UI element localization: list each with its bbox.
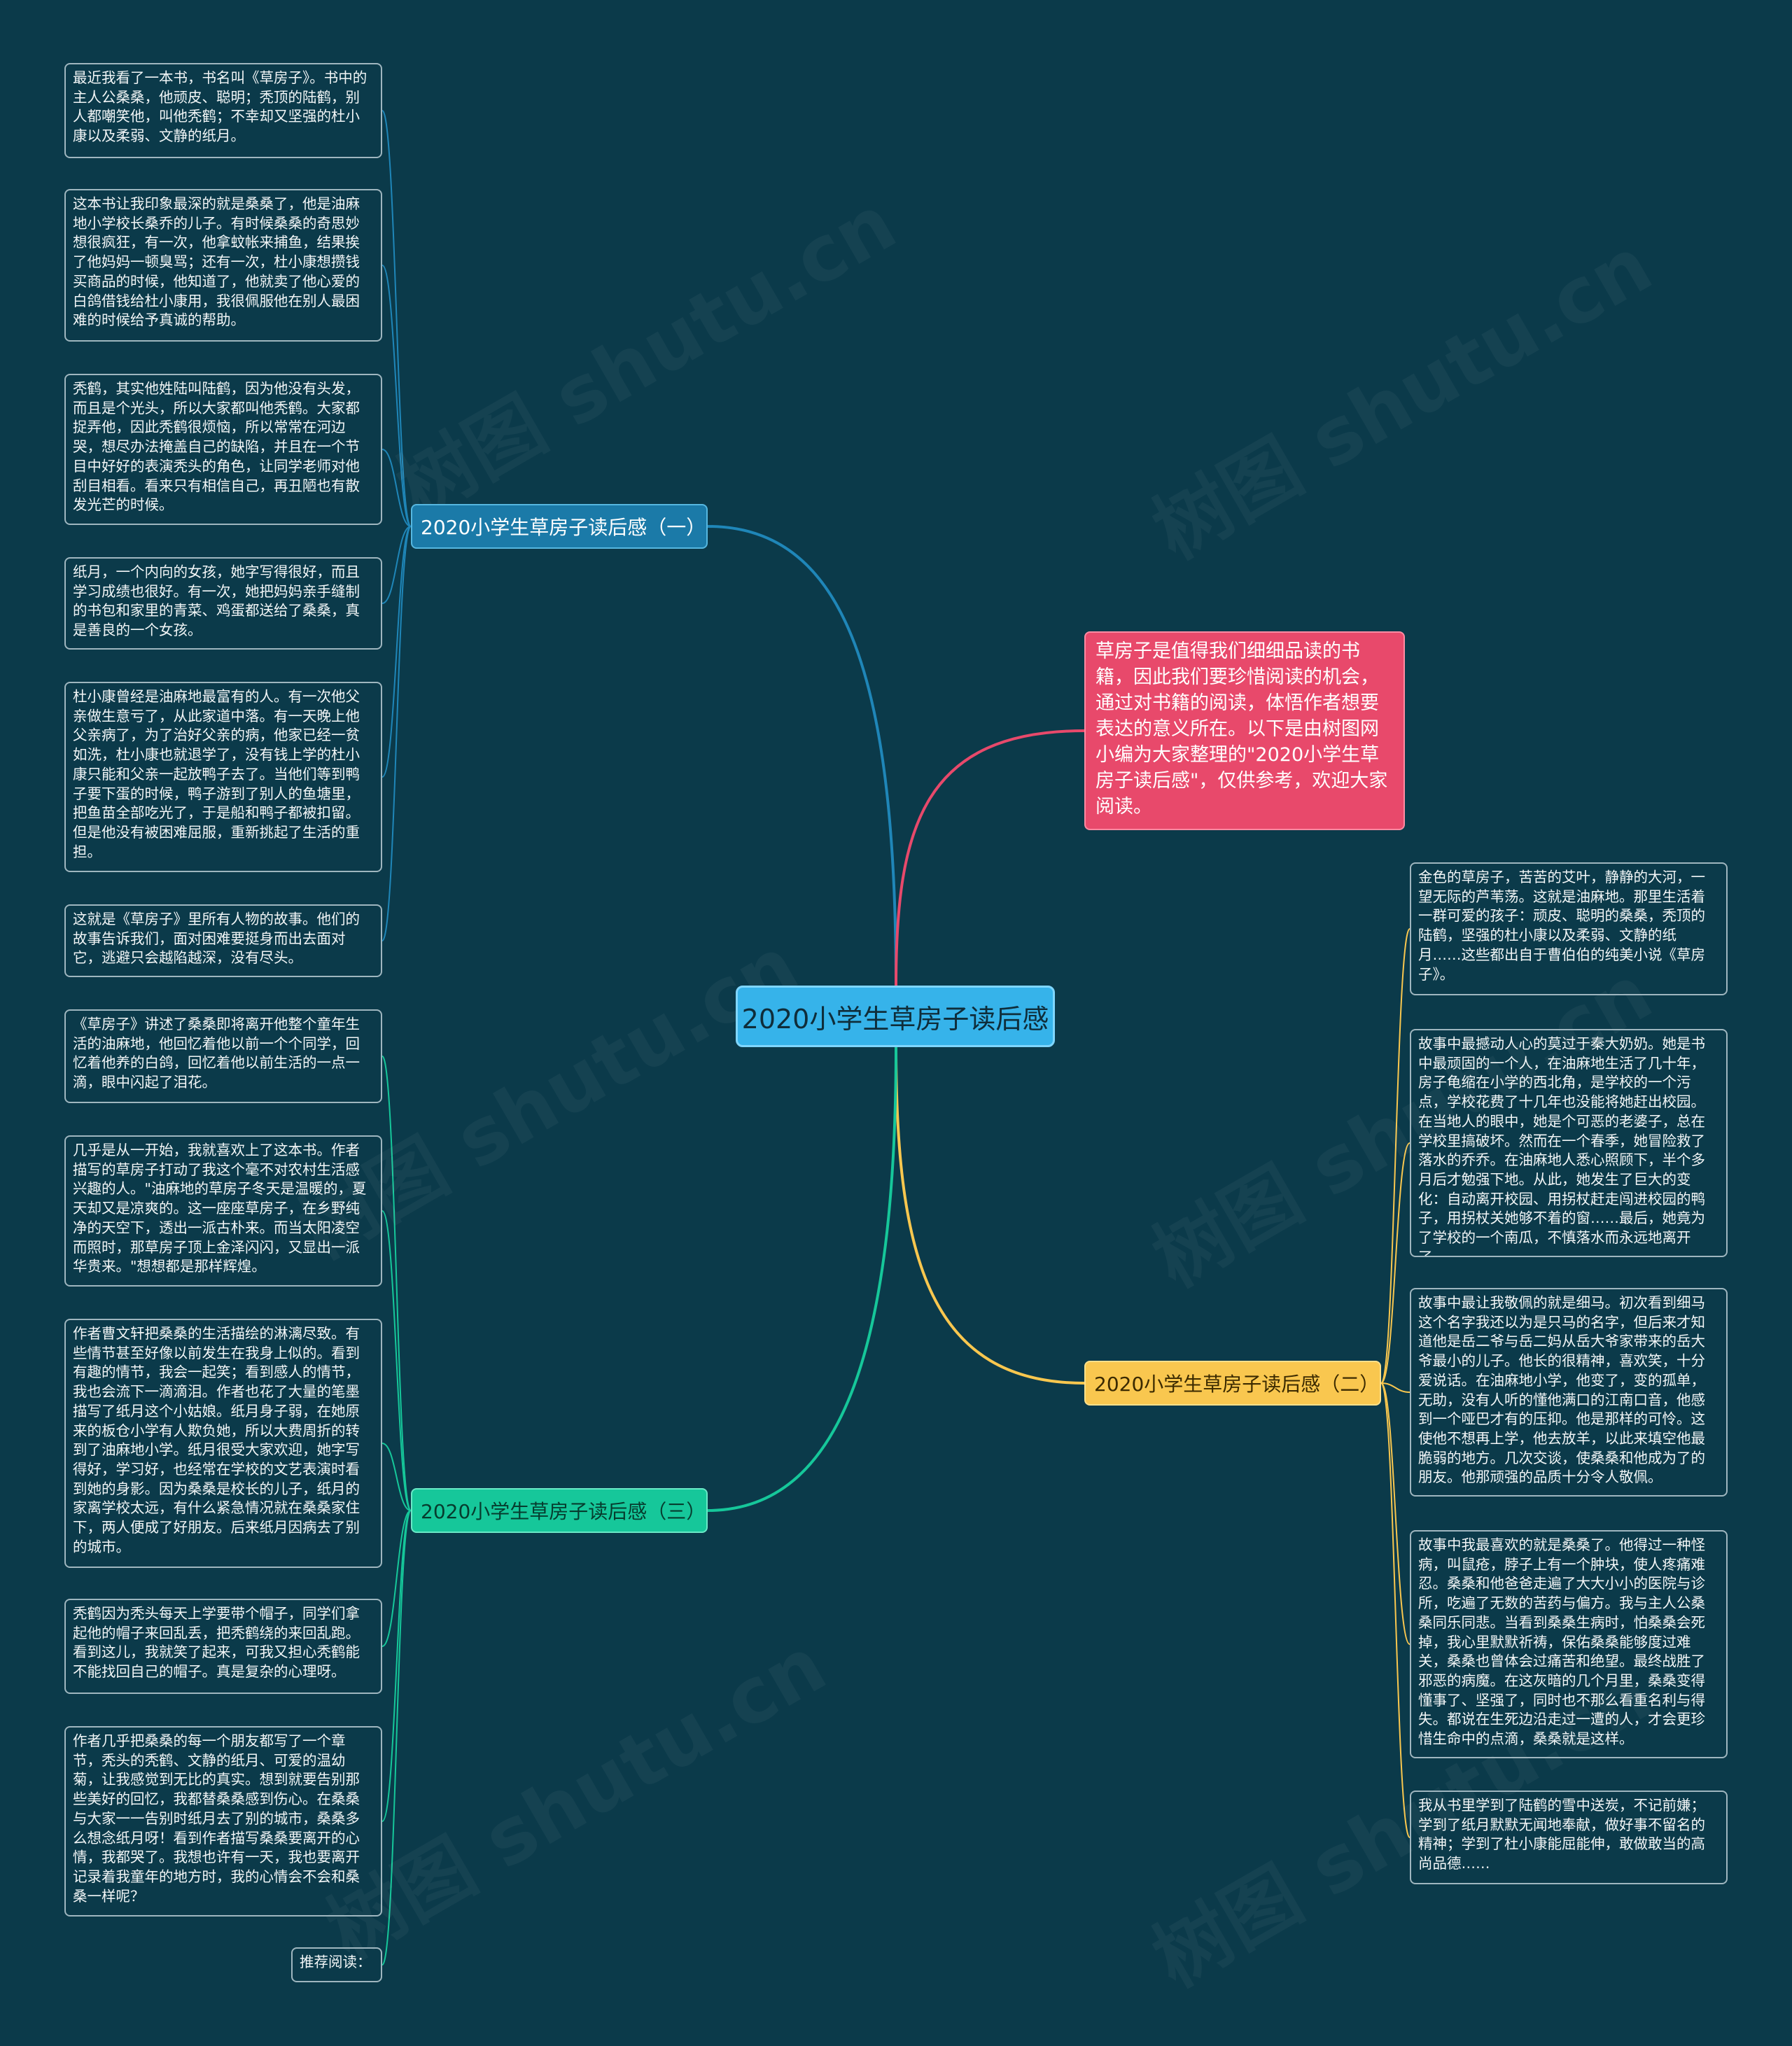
leaf-topic[interactable]: 《草房子》讲述了桑桑即将离开他整个童年生活的油麻地，他回忆着他以前一个个同学，回… [64, 1009, 382, 1103]
link-root-intro [895, 729, 1085, 986]
link-branch-leaf [382, 110, 412, 527]
link-branch-leaf [382, 1510, 412, 1966]
link-branch-leaf [1380, 1382, 1410, 1393]
link-branch-leaf [382, 526, 412, 604]
intro-note[interactable]: 草房子是值得我们细细品读的书籍，因此我们要珍惜阅读的机会，通过对书籍的阅读，体悟… [1084, 631, 1405, 830]
link-branch-leaf [1380, 928, 1410, 1384]
link-branch-leaf [382, 265, 412, 527]
root-topic[interactable]: 2020小学生草房子读后感 [736, 986, 1055, 1047]
leaf-topic[interactable]: 这就是《草房子》里所有人物的故事。他们的故事告诉我们，面对困难要挺身而出去面对它… [64, 904, 382, 977]
link-branch-leaf [382, 526, 412, 941]
leaf-topic[interactable]: 杜小康曾经是油麻地最富有的人。有一次他父亲做生意亏了，从此家道中落。有一天晚上他… [64, 682, 382, 872]
leaf-topic[interactable]: 几乎是从一开始，我就喜欢上了这本书。作者描写的草房子打动了我这个毫不对农村生活感… [64, 1135, 382, 1287]
leaf-topic[interactable]: 最近我看了一本书，书名叫《草房子》。书中的主人公桑桑，他顽皮、聪明；秃顶的陆鹤，… [64, 63, 382, 158]
link-branch-leaf [382, 449, 412, 527]
link-root-branch1 [707, 525, 897, 986]
leaf-topic[interactable]: 作者几乎把桑桑的每一个朋友都写了一个章节，秃头的秃鹤、文静的纸月、可爱的温幼菊，… [64, 1726, 382, 1917]
branch-topic-3[interactable]: 2020小学生草房子读后感（三） [411, 1488, 708, 1533]
branch-topic-1[interactable]: 2020小学生草房子读后感（一） [411, 504, 708, 549]
link-branch-leaf [1380, 1382, 1410, 1838]
leaf-topic[interactable]: 作者曹文轩把桑桑的生活描绘的淋漓尽致。有些情节甚至好像以前发生在我身上似的。看到… [64, 1319, 382, 1568]
link-root-branch2 [895, 1046, 1085, 1385]
link-branch-leaf [1380, 1382, 1410, 1645]
leaf-topic[interactable]: 秃鹤因为秃头每天上学要带个帽子，同学们拿起他的帽子来回乱丢，把秃鹤绕的来回乱跑。… [64, 1599, 382, 1694]
link-branch-leaf [382, 1210, 412, 1511]
leaf-topic[interactable]: 这本书让我印象最深的就是桑桑了，他是油麻地小学校长桑乔的儿子。有时候桑桑的奇思妙… [64, 189, 382, 342]
leaf-topic[interactable]: 故事中我最喜欢的就是桑桑了。他得过一种怪病，叫鼠疮，脖子上有一个肿块，使人疼痛难… [1410, 1530, 1728, 1758]
link-branch-leaf [382, 1443, 412, 1511]
link-branch-leaf [382, 1510, 412, 1822]
link-branch-leaf [382, 1056, 412, 1511]
leaf-topic[interactable]: 推荐阅读： [291, 1947, 382, 1982]
branch-topic-2[interactable]: 2020小学生草房子读后感（二） [1084, 1361, 1381, 1406]
link-branch-leaf [382, 526, 412, 778]
link-branch-leaf [1380, 1142, 1410, 1384]
link-branch-leaf [382, 1510, 412, 1647]
leaf-topic[interactable]: 金色的草房子，苦苦的艾叶，静静的大河，一望无际的芦苇荡。这就是油麻地。那里生活着… [1410, 862, 1728, 995]
link-root-branch3 [707, 1046, 897, 1512]
leaf-topic[interactable]: 纸月，一个内向的女孩，她字写得很好，而且学习成绩也很好。有一次，她把妈妈亲手缝制… [64, 557, 382, 650]
leaf-topic[interactable]: 故事中最撼动人心的莫过于秦大奶奶。她是书中最顽固的一个人，在油麻地生活了几十年，… [1410, 1029, 1728, 1257]
leaf-topic[interactable]: 我从书里学到了陆鹤的雪中送炭，不记前嫌；学到了纸月默默无闻地奉献，做好事不留名的… [1410, 1791, 1728, 1884]
leaf-topic[interactable]: 秃鹤，其实他姓陆叫陆鹤，因为他没有头发，而且是个光头，所以大家都叫他秃鹤。大家都… [64, 374, 382, 525]
leaf-topic[interactable]: 故事中最让我敬佩的就是细马。初次看到细马这个名字我还以为是只马的名字，但后来才知… [1410, 1288, 1728, 1497]
